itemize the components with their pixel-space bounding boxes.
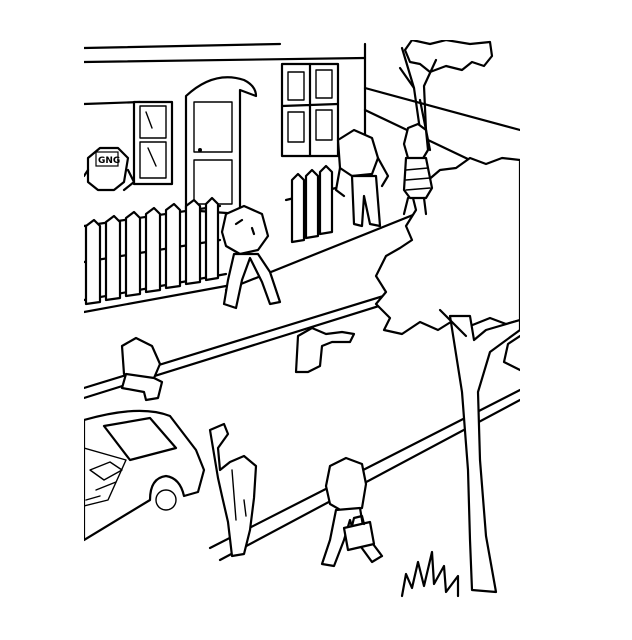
front-door (184, 76, 258, 216)
picket-fence (84, 164, 338, 306)
shirt-print-text: GNG (98, 156, 120, 166)
figure-waving (208, 422, 258, 558)
window-left (132, 100, 174, 186)
house (84, 42, 367, 172)
figure-walking-yard (220, 204, 282, 310)
window-right (280, 62, 340, 158)
figure-sitting-curb (120, 336, 164, 402)
grass-tuft (400, 550, 460, 598)
figure-in-window: GNG (84, 146, 136, 192)
tree-large (374, 156, 520, 594)
figure-reaching-road (294, 326, 356, 374)
tree-upper (398, 40, 494, 132)
figure-with-briefcase (320, 456, 384, 568)
figure-woman-dress (402, 122, 434, 216)
parked-car (84, 409, 206, 542)
figure-standing-door (334, 128, 390, 228)
